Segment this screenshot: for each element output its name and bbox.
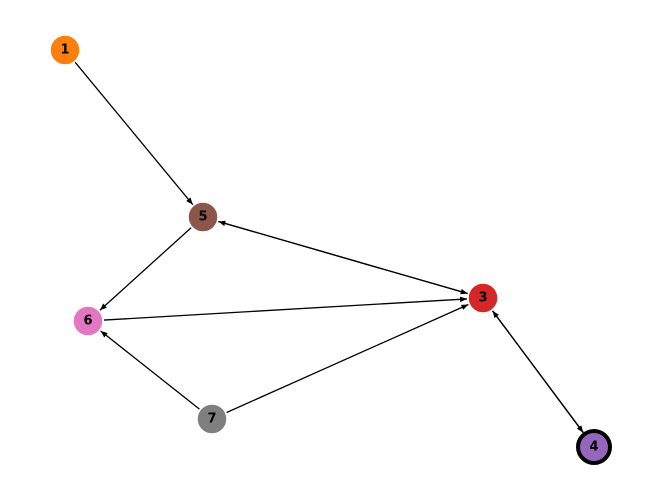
node-7-label: 7 (207, 412, 216, 427)
edge-7-to-3 (226, 303, 469, 414)
edge-7-to-6 (100, 330, 200, 410)
node-6: 6 (72, 305, 104, 337)
node-4-label: 4 (589, 440, 598, 455)
nodes-layer: 1 3 4 5 6 7 (49, 34, 612, 465)
node-3-label: 3 (478, 291, 487, 306)
edges-layer (74, 61, 584, 433)
edge-6-to-3 (103, 296, 468, 321)
node-6-circle (72, 305, 104, 337)
node-3: 3 (467, 282, 499, 314)
node-5-circle (187, 201, 219, 233)
node-7-circle (196, 403, 228, 435)
edge-1-to-5 (74, 61, 194, 206)
node-1-circle (49, 34, 81, 66)
node-6-label: 6 (83, 314, 92, 329)
node-3-circle (467, 282, 499, 314)
node-5-label: 5 (198, 210, 207, 225)
edge-4-to-3 (492, 310, 584, 433)
node-1-label: 1 (60, 43, 69, 58)
node-5: 5 (187, 201, 219, 233)
edge-5-to-6 (99, 227, 192, 311)
node-4: 4 (576, 429, 612, 465)
edge-3-to-5 (218, 220, 468, 295)
node-1: 1 (49, 34, 81, 66)
node-7: 7 (196, 403, 228, 435)
node-4-circle (576, 429, 612, 465)
